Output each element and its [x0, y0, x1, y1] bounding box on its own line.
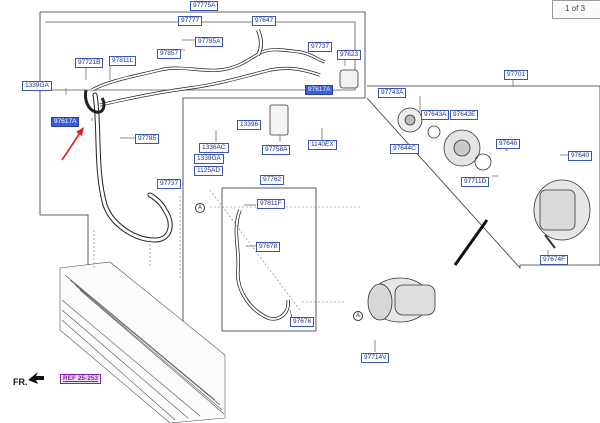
part-97811F[interactable]: 97811F: [257, 199, 285, 209]
part-97721B[interactable]: 97721B: [75, 58, 104, 68]
part-97617A-highlighted[interactable]: 97617A: [51, 117, 80, 127]
part-97785A[interactable]: 97785A: [195, 37, 224, 47]
part-97785[interactable]: 97785: [135, 134, 160, 144]
receiver-drier: [339, 69, 359, 89]
compressor: [367, 277, 436, 323]
marker-a-2: A: [353, 311, 363, 321]
part-97743A[interactable]: 97743A: [378, 88, 407, 98]
part-97644C[interactable]: 97644C: [390, 144, 419, 154]
part-1125AD[interactable]: 1125AD: [194, 166, 224, 176]
condenser: [59, 261, 226, 423]
compressor-detail: [533, 179, 591, 249]
marker-a-1: A: [195, 203, 205, 213]
front-label: FR.: [13, 377, 28, 387]
part-97647[interactable]: 97647: [252, 16, 277, 26]
part-97775A[interactable]: 97775A: [190, 1, 219, 11]
part-97674F[interactable]: 97674F: [540, 255, 569, 265]
part-1339GA-a[interactable]: 1339GA: [22, 81, 52, 91]
part-13396[interactable]: 13396: [237, 120, 262, 130]
part-97678[interactable]: 97678: [256, 242, 281, 252]
part-97643A[interactable]: 97643A: [421, 110, 450, 120]
part-1336AC[interactable]: 1336AC: [199, 143, 229, 153]
part-97676[interactable]: 97676: [290, 317, 315, 327]
part-97714V[interactable]: 97714V: [361, 353, 390, 363]
part-97623[interactable]: 97623: [337, 50, 362, 60]
part-97701[interactable]: 97701: [504, 70, 529, 80]
bracket: [269, 104, 289, 136]
left-fitting: [84, 89, 106, 114]
part-97646[interactable]: 97646: [496, 139, 521, 149]
suction-hose: [92, 92, 173, 243]
page-indicator-box: [552, 0, 600, 19]
indicator-arrow: [61, 127, 84, 161]
page-indicator: 1 of 3: [565, 4, 586, 13]
part-1140EX[interactable]: 1140EX: [308, 140, 337, 150]
part-97857[interactable]: 97857: [157, 49, 182, 59]
discharge-hose: [234, 209, 290, 321]
part-97711D[interactable]: 97711D: [461, 177, 490, 187]
liquid-line-2: [99, 66, 321, 107]
part-1339GA-b[interactable]: 1339GA: [194, 154, 224, 164]
snap-ring: [427, 125, 441, 139]
part-97617A-b[interactable]: 97617A: [305, 85, 334, 95]
discharge-frame: [221, 187, 317, 332]
part-97762[interactable]: 97762: [260, 175, 285, 185]
front-arrow: [28, 372, 44, 384]
part-97737-a[interactable]: 97737: [308, 42, 333, 52]
separator: [453, 219, 489, 266]
ref-link[interactable]: REF 25-253: [60, 374, 102, 384]
part-97811L[interactable]: 97811L: [109, 56, 137, 66]
part-97777[interactable]: 97777: [178, 16, 203, 26]
coil: [474, 153, 492, 171]
part-97643E[interactable]: 97643E: [450, 110, 479, 120]
part-97640[interactable]: 97640: [568, 151, 593, 161]
part-97758A[interactable]: 97758A: [262, 145, 291, 155]
compressor-frame: [366, 85, 600, 270]
part-97737-b[interactable]: 97737: [157, 179, 182, 189]
